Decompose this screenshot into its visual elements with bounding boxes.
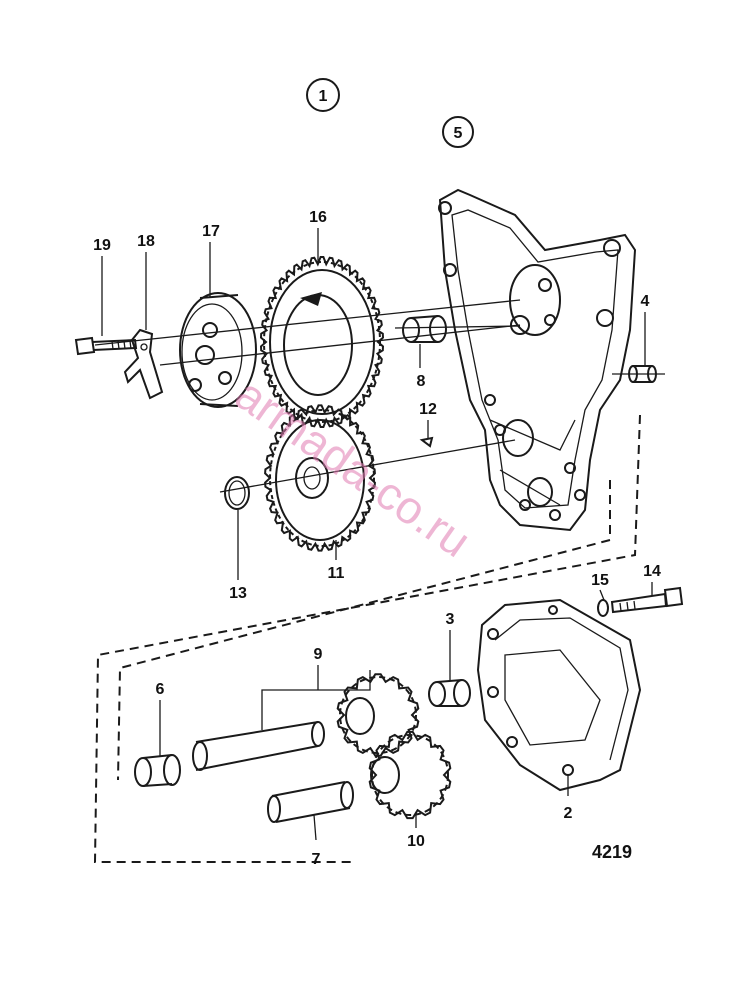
part-number-labels: 19 18 17 16 8 12 4 13 11 15 14 3 9 6 2 7… <box>93 209 661 868</box>
bushing-3 <box>428 679 471 707</box>
assembly-axis-lines <box>94 299 521 493</box>
hub-17 <box>179 292 257 408</box>
dashed-assembly-boundary <box>93 414 641 863</box>
bolt-19 <box>74 336 138 356</box>
bearing-6 <box>134 754 181 787</box>
label-18: 18 <box>137 233 155 250</box>
label-7: 7 <box>312 851 321 868</box>
label-4: 4 <box>641 293 650 310</box>
leader-lines <box>101 228 653 841</box>
gear-teeth <box>264 404 376 552</box>
gear-teeth <box>336 673 420 757</box>
svg-text:1: 1 <box>319 88 328 105</box>
watermark: armada-co.ru <box>226 368 480 568</box>
shaft-7 <box>267 781 354 823</box>
label-11: 11 <box>328 565 345 582</box>
label-19: 19 <box>93 237 111 254</box>
sleeve-8 <box>402 315 447 343</box>
label-13: 13 <box>229 585 247 602</box>
label-2: 2 <box>564 805 573 822</box>
circlip-13 <box>224 476 250 510</box>
intermediate-gear-11 <box>264 404 376 552</box>
key-12 <box>419 436 434 448</box>
label-8: 8 <box>417 373 426 390</box>
label-9: 9 <box>314 646 323 663</box>
label-12: 12 <box>419 401 437 418</box>
label-16: 16 <box>309 209 327 226</box>
large-gear-16 <box>259 256 385 428</box>
pump-gear-drive-9 <box>336 673 420 757</box>
pump-housing-2 <box>476 598 642 792</box>
gear-teeth <box>368 730 452 820</box>
lock-plate-18 <box>123 328 164 400</box>
label-3: 3 <box>446 611 455 628</box>
svg-text:5: 5 <box>454 125 463 142</box>
pump-gear-driven-10 <box>368 730 452 820</box>
washer-15 <box>597 599 609 617</box>
drawing-number: 4219 <box>592 842 632 862</box>
label-10: 10 <box>407 833 425 850</box>
label-14: 14 <box>643 563 661 580</box>
label-17: 17 <box>202 223 220 240</box>
drive-shaft-9 <box>192 721 325 771</box>
label-15: 15 <box>591 572 609 589</box>
timing-cover-plate <box>438 188 637 532</box>
dowel-pin-4 <box>612 365 665 383</box>
circled-label-1: 1 <box>306 78 340 112</box>
bolt-14 <box>610 586 684 614</box>
circled-label-5: 5 <box>442 116 474 148</box>
label-6: 6 <box>156 681 165 698</box>
gear-teeth <box>259 256 385 428</box>
